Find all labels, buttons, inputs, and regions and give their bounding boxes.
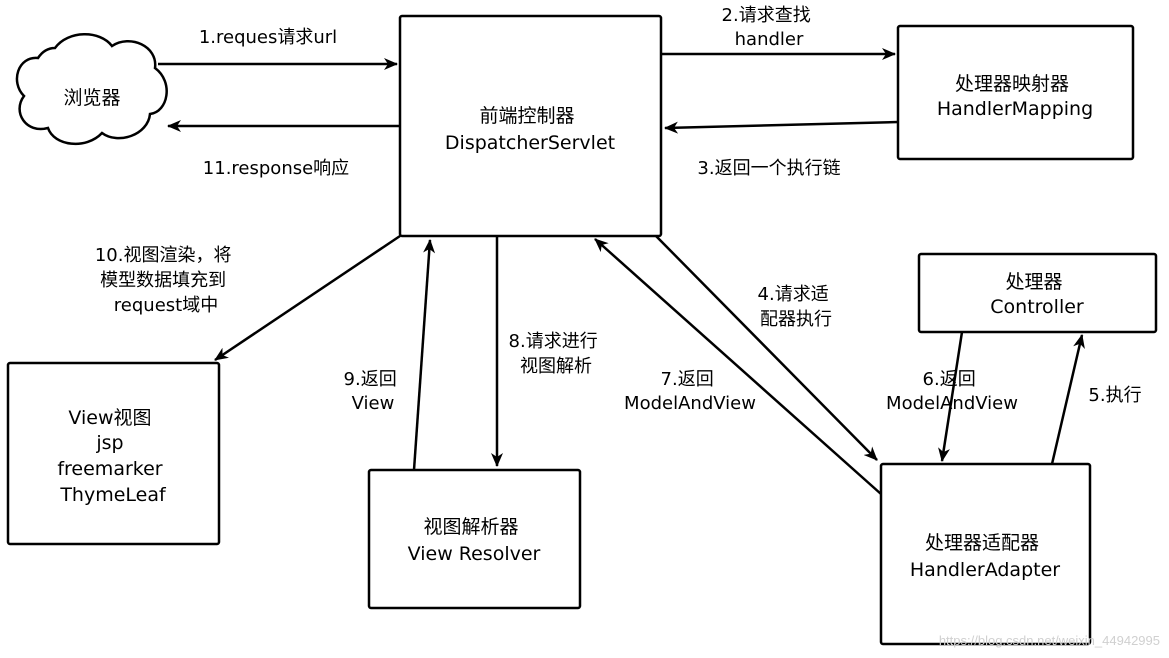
edge-1-label: 1.reques请求url: [199, 27, 337, 48]
edge-10-label-line: 10.视图渲染，将: [95, 245, 232, 266]
edge-3-label: 3.返回一个执行链: [697, 158, 840, 179]
edge-4-label: 4.请求适 配器执行: [758, 284, 835, 330]
view-resolver-label-line: View Resolver: [408, 543, 541, 565]
edge-10-label-line: 模型数据填充到: [100, 270, 226, 291]
edge-11-label: 11.response响应: [203, 158, 349, 179]
view-node: View视图 jsp freemarker ThymeLeaf: [6, 361, 221, 546]
view-resolver-label: 视图解析器 View Resolver: [408, 516, 541, 565]
handler-adapter-label-line: HandlerAdapter: [910, 559, 1060, 581]
edge-7-arrow: [594, 238, 882, 495]
controller-box: [917, 252, 1158, 334]
dispatcher-label: 前端控制器 DispatcherServlet: [445, 105, 615, 154]
edge-6-label-line: 6.返回: [923, 369, 976, 390]
edge-10-label-line: request域中: [114, 295, 218, 316]
browser-label-line: 浏览器: [63, 87, 120, 109]
edge-2-label-line: 2.请求查找: [722, 5, 811, 26]
edge-2-label: 2.请求查找 handler: [722, 5, 817, 50]
browser-cloud-shape: [15, 33, 168, 146]
view-label-line: ThymeLeaf: [59, 484, 167, 506]
view-label-line: jsp: [95, 432, 123, 454]
edge-8-label-line: 8.请求进行: [509, 331, 598, 352]
handler-mapping-label-line: HandlerMapping: [937, 98, 1093, 120]
edge-8-label: 8.请求进行 视图解析: [509, 331, 604, 377]
edge-3-label-line: 3.返回一个执行链: [697, 158, 840, 179]
dispatcher-node: 前端控制器 DispatcherServlet: [398, 14, 663, 238]
edge-7-label-line: 7.返回: [661, 369, 714, 390]
view-resolver-box: [367, 468, 582, 610]
controller-label-line: 处理器: [1005, 271, 1062, 293]
watermark-text: https://blog.csdn.net/weixin_44942995: [939, 633, 1160, 648]
edge-6-label-line: ModelAndView: [886, 393, 1018, 414]
handler-mapping-node: 处理器映射器 HandlerMapping: [896, 24, 1135, 161]
controller-node: 处理器 Controller: [917, 252, 1158, 334]
edge-7-label: 7.返回 ModelAndView: [624, 369, 756, 414]
edge-10-arrow: [214, 234, 401, 362]
edge-5-arrow: [1050, 334, 1085, 465]
edge-1-label-line: 1.reques请求url: [199, 27, 337, 48]
handler-adapter-label: 处理器适配器 HandlerAdapter: [910, 532, 1060, 581]
edge-4-arrow: [655, 235, 878, 461]
edge-4-label-line: 4.请求适: [758, 284, 829, 305]
edge-5-label-line: 5.执行: [1088, 385, 1141, 406]
edge-4-label-line: 配器执行: [760, 309, 832, 330]
handler-mapping-box: [896, 24, 1135, 161]
handler-adapter-label-line: 处理器适配器: [925, 532, 1039, 554]
view-resolver-node: 视图解析器 View Resolver: [367, 468, 582, 610]
edge-5-label: 5.执行: [1088, 385, 1141, 406]
controller-label-line: Controller: [990, 296, 1084, 318]
handler-mapping-label: 处理器映射器 HandlerMapping: [937, 73, 1093, 120]
edge-9-label-line: 9.返回: [344, 369, 397, 390]
edge-8-label-line: 视图解析: [520, 356, 592, 377]
edge-7-label-line: ModelAndView: [624, 393, 756, 414]
edge-6-arrow: [938, 331, 964, 462]
edge-3-arrow: [664, 120, 899, 134]
handler-mapping-label-line: 处理器映射器: [955, 73, 1069, 95]
edge-9-label: 9.返回 View: [344, 369, 403, 414]
edge-9-label-line: View: [352, 393, 395, 414]
edge-9-arrow: [412, 239, 436, 471]
controller-label: 处理器 Controller: [990, 271, 1084, 318]
view-label-line: View视图: [68, 407, 151, 429]
handler-adapter-box: [879, 462, 1092, 646]
dispatcher-label-line: 前端控制器: [479, 105, 574, 127]
browser-label: 浏览器: [63, 87, 120, 109]
browser-node: 浏览器: [15, 33, 168, 146]
view-label-line: freemarker: [57, 458, 162, 480]
view-box: [6, 361, 221, 546]
edge-10-label: 10.视图渲染，将 模型数据填充到 request域中: [95, 245, 237, 316]
view-resolver-label-line: 视图解析器: [423, 516, 518, 538]
dispatcher-label-line: DispatcherServlet: [445, 132, 615, 154]
edge-11-label-line: 11.response响应: [203, 158, 349, 179]
edge-2-label-line: handler: [735, 29, 804, 50]
handler-adapter-node: 处理器适配器 HandlerAdapter: [879, 462, 1092, 646]
view-label: View视图 jsp freemarker ThymeLeaf: [57, 407, 168, 506]
edge-6-label: 6.返回 ModelAndView: [886, 369, 1018, 414]
